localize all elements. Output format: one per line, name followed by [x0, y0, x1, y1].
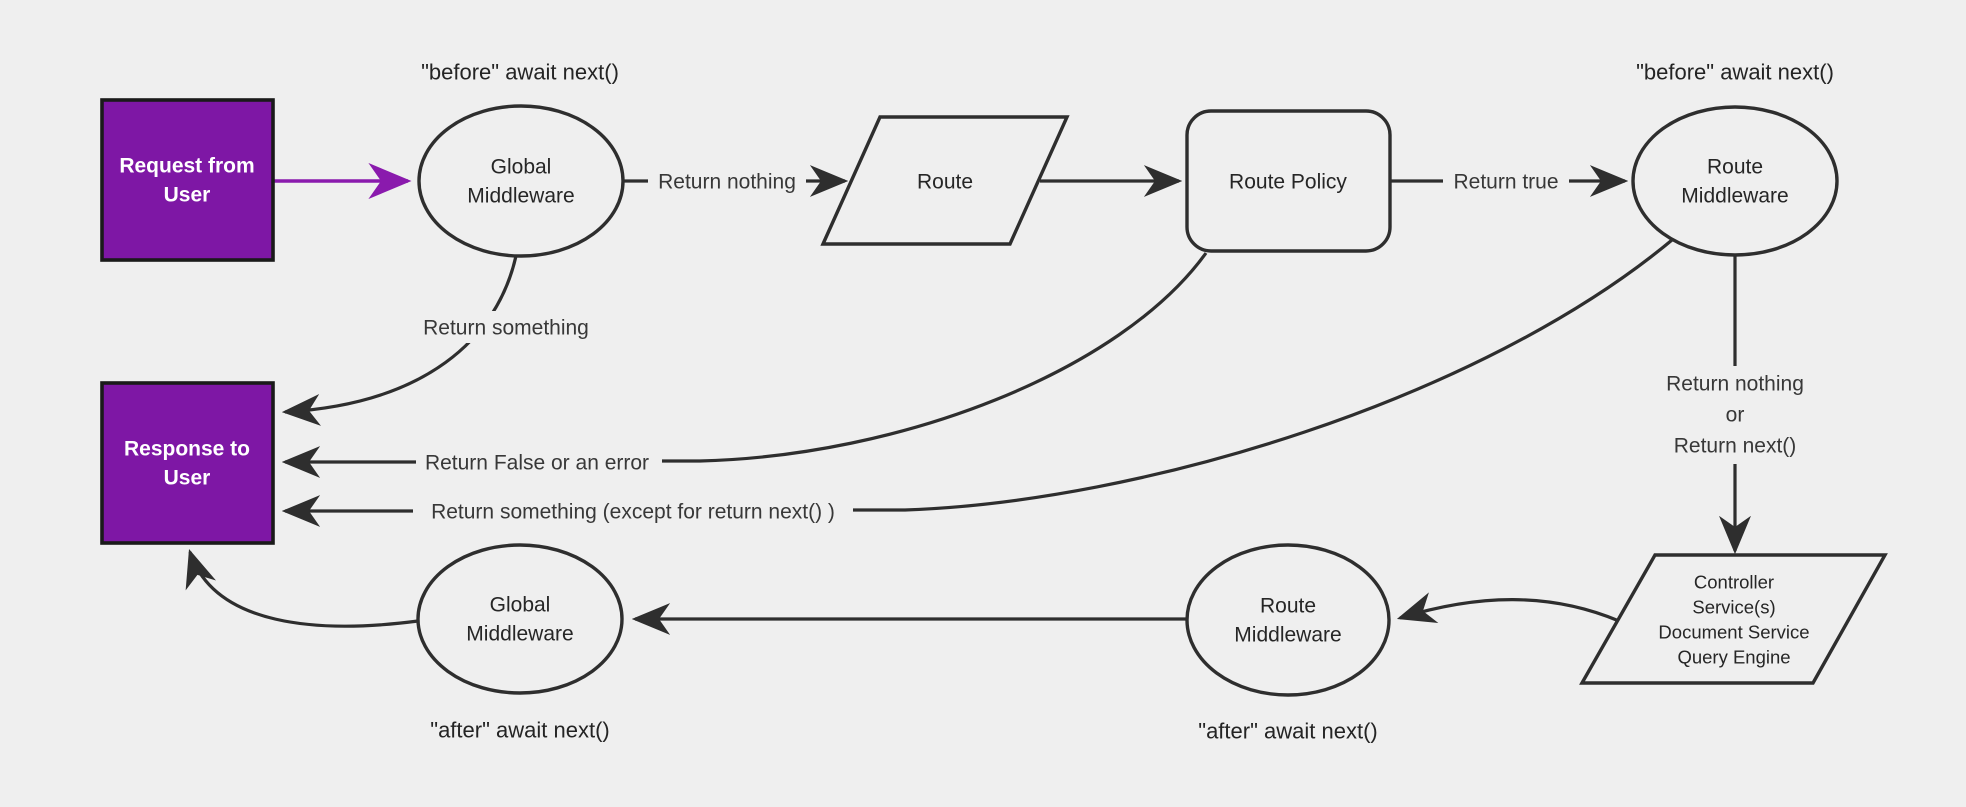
annotation-after-route-middleware: "after" await next(): [1198, 719, 1377, 744]
route-policy-box: [1185, 109, 1392, 253]
route-middleware-bottom-line1: Route: [1260, 595, 1316, 618]
edge-global-middleware-bottom-to-response: [185, 548, 419, 628]
route-label: Route: [917, 171, 973, 194]
global-middleware-top-line2: Middleware: [467, 185, 574, 208]
request-label-line1: Request from: [119, 155, 254, 178]
controller-line2: Service(s): [1692, 597, 1775, 618]
request-box: [100, 98, 275, 262]
annotation-before-route-middleware: "before" await next(): [1636, 60, 1834, 85]
node-route-middleware-bottom: Route Middleware: [1185, 543, 1391, 697]
route-middleware-bottom-ellipse: [1185, 543, 1391, 697]
route-middleware-bottom-line2: Middleware: [1234, 624, 1341, 647]
global-middleware-top-ellipse: [417, 104, 625, 258]
edge-global-middleware-to-response: [281, 255, 518, 426]
edge-label-return-nothing-or-line2: or: [1726, 404, 1745, 427]
controller-line3: Document Service: [1658, 622, 1809, 643]
edge-label-return-nothing-or-line3: Return next(): [1674, 435, 1797, 458]
controller-line4: Query Engine: [1677, 647, 1790, 668]
controller-parallelogram: [1579, 553, 1888, 685]
response-label-line1: Response to: [124, 438, 250, 461]
global-middleware-bottom-ellipse: [416, 543, 624, 695]
request-label-line2: User: [164, 184, 211, 207]
edge-controller-to-route-middleware-bottom: [1396, 592, 1620, 623]
node-response-to-user: Response to User: [100, 381, 275, 545]
edge-route-policy-to-response-curve: [662, 252, 1208, 463]
edge-label-return-false-or-error: Return False or an error: [425, 452, 649, 475]
annotation-before-global-middleware: "before" await next(): [421, 60, 619, 85]
edge-label-return-true: Return true: [1453, 171, 1558, 194]
node-global-middleware-bottom: Global Middleware: [416, 543, 624, 695]
response-label-line2: User: [164, 467, 211, 490]
node-controller-services: Controller Service(s) Document Service Q…: [1579, 553, 1888, 685]
edge-label-return-nothing-or-line1: Return nothing: [1666, 373, 1804, 396]
label-bg: [413, 311, 599, 343]
route-middleware-top-ellipse: [1631, 105, 1839, 257]
label-bg: [648, 165, 806, 197]
node-global-middleware-top: Global Middleware: [417, 104, 625, 258]
global-middleware-bottom-line2: Middleware: [466, 623, 573, 646]
node-request-from-user: Request from User: [100, 98, 275, 262]
edge-label-return-something: Return something: [423, 317, 589, 340]
route-policy-label: Route Policy: [1229, 171, 1347, 194]
global-middleware-top-line1: Global: [491, 156, 552, 179]
label-bg: [413, 495, 853, 527]
node-route-middleware-top: Route Middleware: [1631, 105, 1839, 257]
node-route: Route: [820, 115, 1070, 246]
route-middleware-top-line2: Middleware: [1681, 185, 1788, 208]
route-middleware-top-line1: Route: [1707, 156, 1763, 179]
global-middleware-bottom-line1: Global: [490, 594, 551, 617]
label-bg: [416, 446, 658, 478]
label-bg: [1642, 366, 1828, 464]
controller-line1: Controller: [1694, 572, 1774, 593]
node-route-policy: Route Policy: [1185, 109, 1392, 253]
route-parallelogram: [820, 115, 1070, 246]
annotation-after-global-middleware: "after" await next(): [430, 718, 609, 743]
edge-label-return-nothing: Return nothing: [658, 171, 796, 194]
label-bg: [1443, 165, 1569, 197]
response-box: [100, 381, 275, 545]
edge-label-return-something-except: Return something (except for return next…: [431, 501, 835, 524]
edge-route-middleware-to-response-curve: [852, 238, 1674, 512]
